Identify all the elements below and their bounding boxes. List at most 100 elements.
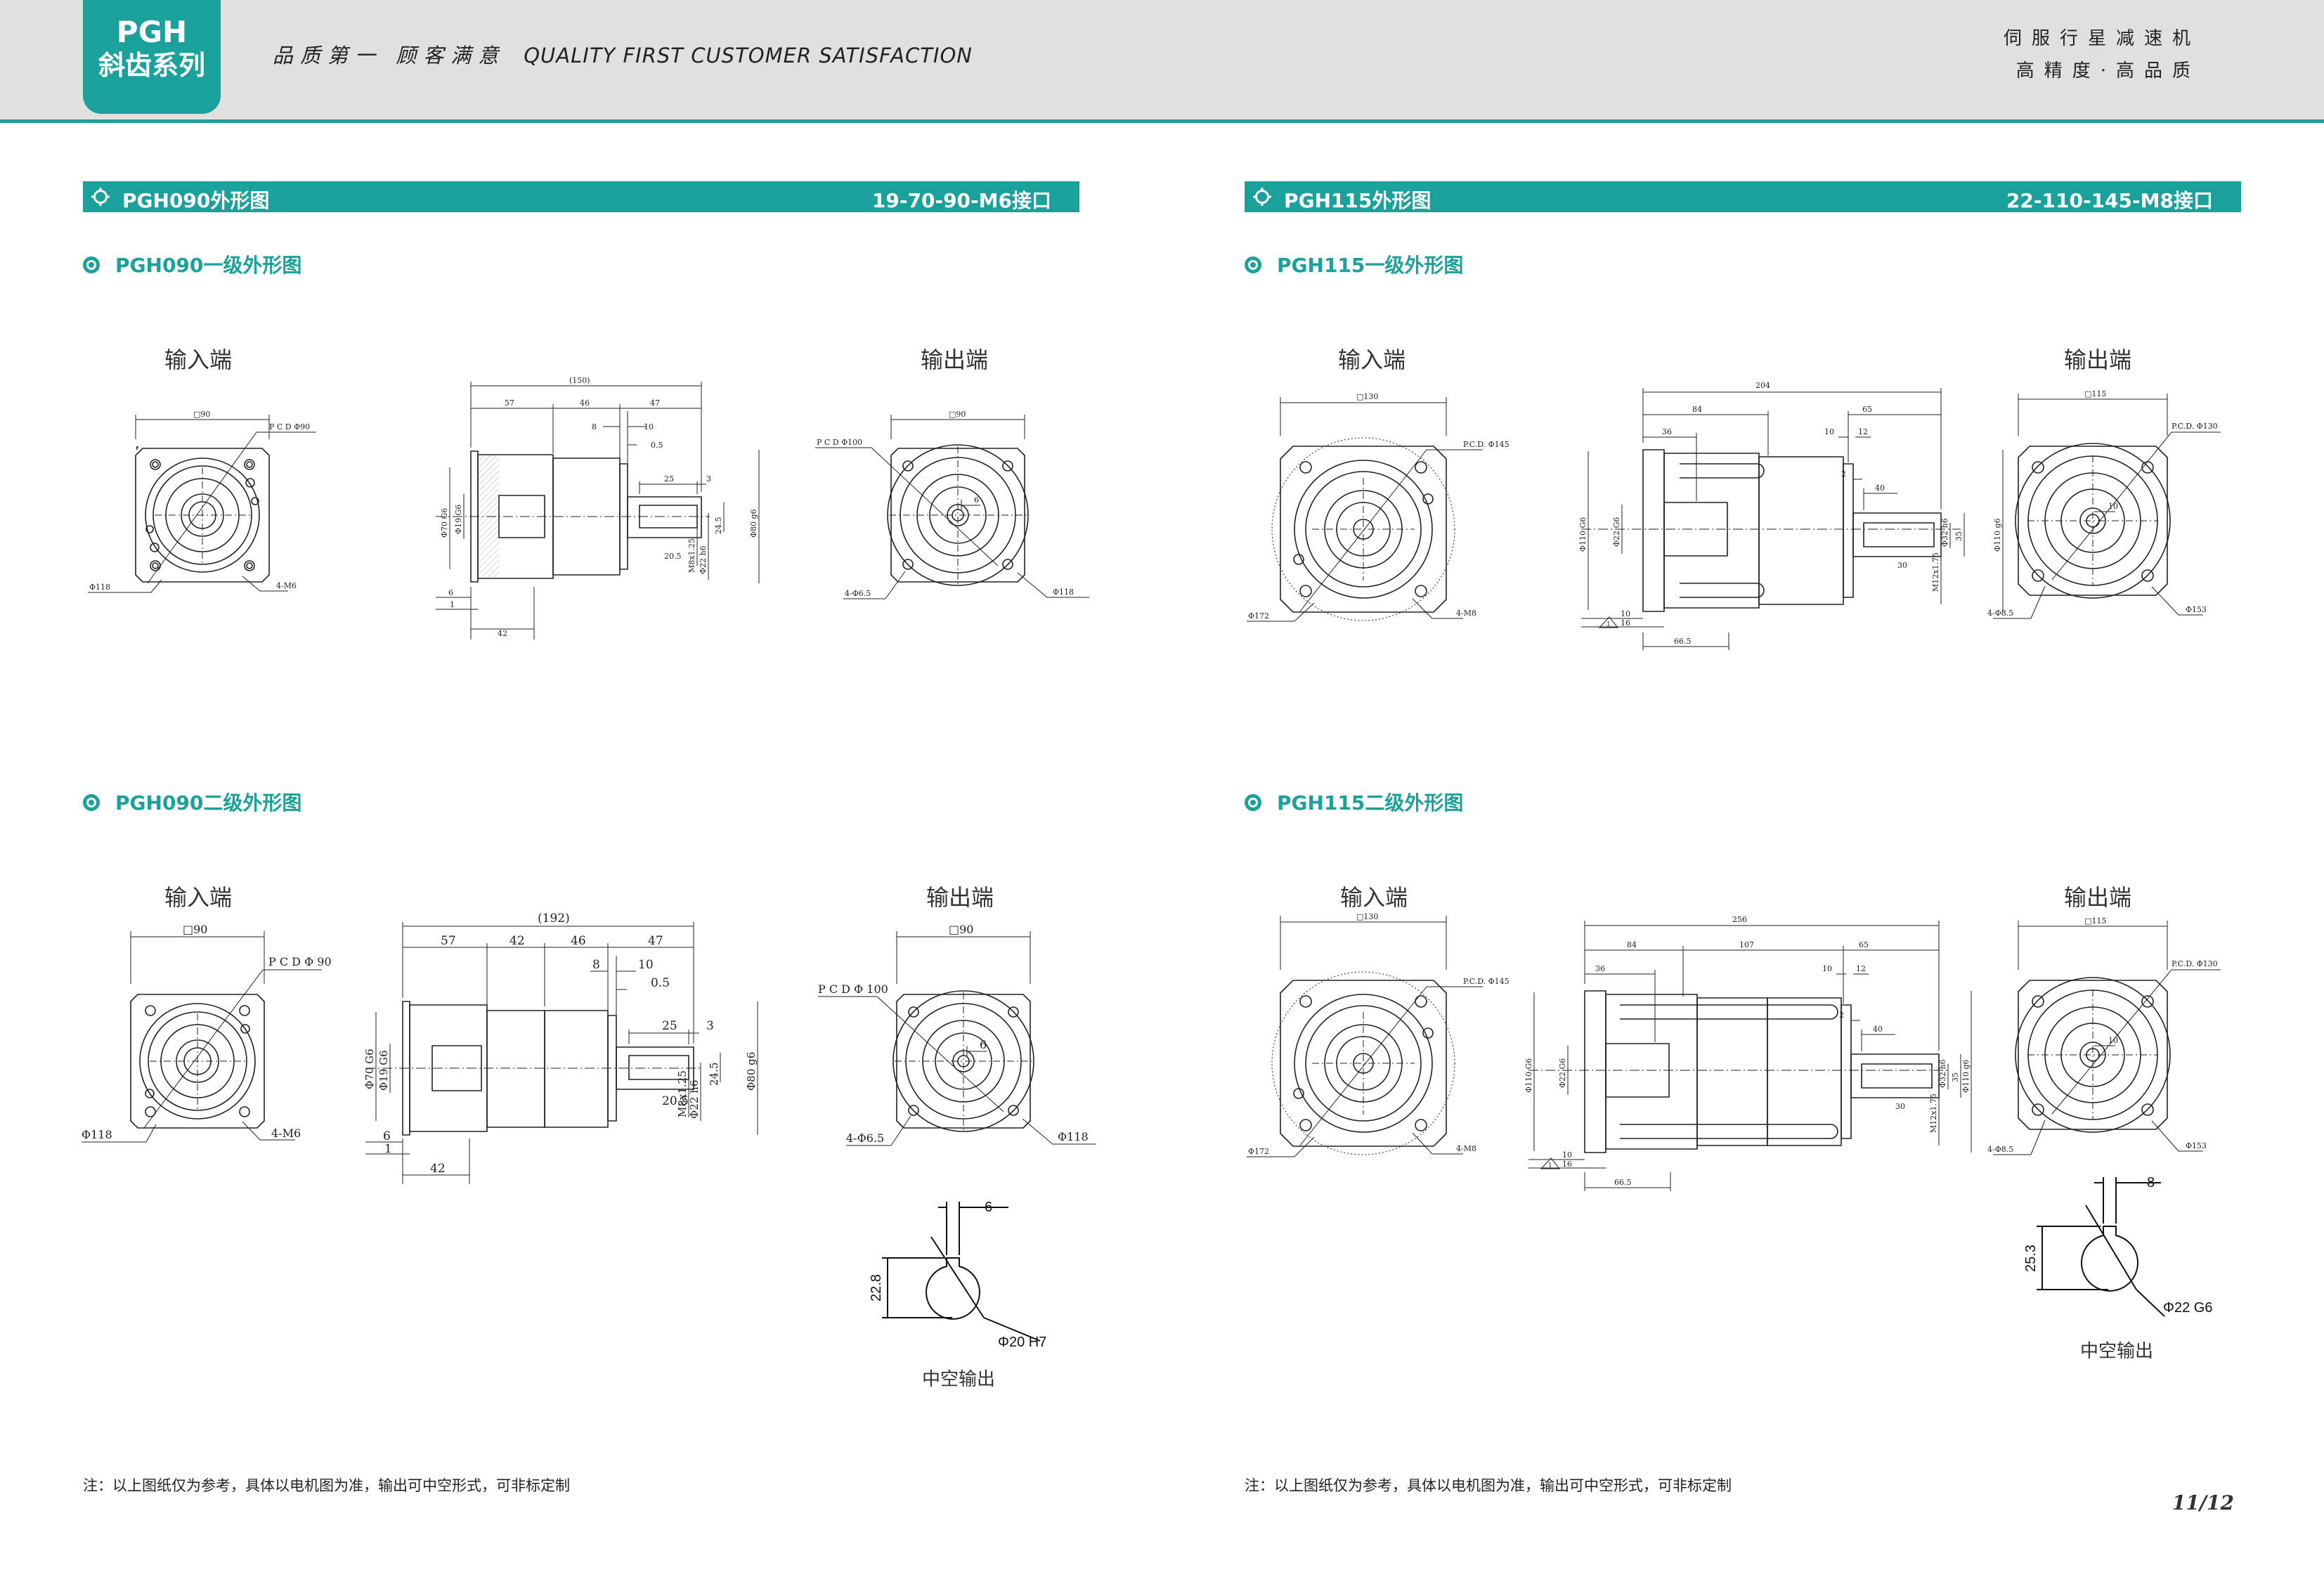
input-label: 输入端 [1338, 346, 1406, 373]
tagline-product: 伺服行星减速机 [2003, 28, 2200, 49]
dim-diameter: Φ172 [1248, 1147, 1269, 1156]
dim-24-5: 24.5 [714, 517, 723, 535]
output-label: 输出端 [2064, 346, 2132, 373]
dim-d110: Φ110 G6 [1578, 517, 1588, 552]
dim-30: 30 [1897, 561, 1907, 570]
dim-3: 3 [706, 1019, 714, 1033]
dim-10: 10 [1824, 427, 1834, 436]
dim-12: 12 [1856, 964, 1866, 973]
dim-25: 25 [664, 474, 674, 484]
dim-diameter: Φ118 [1058, 1130, 1089, 1143]
slogan-en: QUALITY FIRST CUSTOMER SATISFACTION [524, 44, 973, 67]
page-number: 11/12 [2172, 1491, 2234, 1514]
dim-66-5: 66.5 [1614, 1178, 1632, 1187]
header-divider [0, 119, 2324, 123]
dim-m8: M8x1.25 [687, 538, 696, 573]
dim-holes: 4-Φ8.5 [1987, 609, 2013, 618]
dim-2: 2 [1841, 469, 1846, 479]
dim-d19: Φ19 G6 [377, 1050, 390, 1091]
dim-30: 30 [1895, 1102, 1905, 1111]
dim-36: 36 [1595, 964, 1605, 973]
series-tab-title: PGH [116, 15, 188, 49]
dim-3: 3 [706, 474, 711, 484]
dim-diameter: Φ153 [2186, 605, 2207, 614]
dim-holes: 4-Φ6.5 [845, 589, 871, 598]
dim-key-width: 8 [2147, 1175, 2155, 1190]
dim-square: □90 [183, 923, 207, 936]
dim-d110-g6: Φ110 g6 [1993, 518, 2002, 552]
dim-key-depth: 25.3 [2023, 1245, 2039, 1272]
warning-triangle-icon: 1 [1548, 1162, 1552, 1169]
dim-holes: 4-Φ8.5 [1987, 1145, 2013, 1154]
output-label: 输出端 [2064, 884, 2132, 911]
dim-47: 47 [650, 398, 660, 408]
dim-key: 6 [980, 1038, 987, 1051]
dim-key-width: 6 [985, 1200, 992, 1215]
pgh090-s2-side-view: (192) 57 42 46 47 8 10 0.5 25 3 Φ70 G6 Φ… [363, 911, 787, 1188]
dim-107: 107 [1739, 940, 1754, 949]
dim-10: 10 [638, 958, 654, 972]
dim-0-5: 0.5 [651, 976, 670, 990]
bullet-icon [1245, 257, 1261, 273]
dim-d80: Φ80 g6 [745, 1052, 758, 1091]
pgh090-s1-output-view: □90 P C D Φ100 6 4-Φ6.5 Φ118 [808, 410, 1103, 608]
output-label: 输出端 [926, 884, 994, 911]
dim-65: 65 [1862, 405, 1872, 414]
input-label: 输入端 [1340, 884, 1408, 911]
dim-diameter: Φ118 [82, 1128, 112, 1141]
output-label: 输出端 [921, 346, 989, 373]
dim-square: □90 [193, 410, 210, 419]
dim-25: 25 [662, 1019, 677, 1033]
dim-0-5: 0.5 [651, 441, 663, 450]
dim-40: 40 [1875, 484, 1885, 493]
dim-10b: 10 [1562, 1150, 1572, 1160]
dim-key: 10 [2108, 1036, 2118, 1045]
dim-d22: Φ22 G6 [1558, 1058, 1567, 1088]
dim-84: 84 [1627, 940, 1637, 949]
dim-total-length: 256 [1732, 915, 1747, 924]
pgh090-s1-side-view: (150) 57 46 47 8 10 0.5 25 3 Φ70 G6 Φ19 … [422, 376, 787, 643]
stage2-title-pgh090: PGH090二级外形图 [83, 788, 301, 816]
dim-holes: 4-M8 [1456, 609, 1476, 618]
pgh090-s2-input-view: □90 P C D Φ 90 Φ118 4-M6 [82, 923, 332, 1153]
dim-square: □130 [1356, 912, 1378, 921]
dim-pcd: P.C.D. Φ130 [2172, 959, 2218, 968]
footnote-right: 注：以上图纸仅为参考，具体以电机图为准，输出可中空形式，可非标定制 [1245, 1477, 1732, 1494]
dim-36: 36 [1662, 427, 1672, 436]
dim-m12: M12x1.75 [1929, 1093, 1938, 1133]
dim-holes: 4-M8 [1456, 1144, 1476, 1153]
dim-holes: 4-M6 [276, 581, 297, 590]
dim-2: 2 [1839, 1011, 1844, 1020]
dim-bore: Φ20 H7 [998, 1335, 1046, 1350]
dim-d22: Φ22 G6 [1612, 517, 1621, 547]
dim-m8: M8x1.25 [676, 1070, 689, 1117]
pgh115-s2-output-view: □115 P.C.D. Φ130 10 4-Φ8.5 Φ153 [1987, 916, 2235, 1167]
stage1-title-text: PGH090一级外形图 [115, 254, 302, 277]
pgh090-hollow-output: 6 22.8 Φ20 H7 [869, 1200, 1046, 1350]
section-bar-pgh090: PGH090外形图 19-70-90-M6接口 [83, 181, 1079, 212]
dim-diameter: Φ118 [89, 583, 110, 592]
dim-key-depth: 22.8 [869, 1274, 884, 1302]
dim-65: 65 [1859, 940, 1869, 949]
dim-35: 35 [1954, 531, 1963, 541]
dim-total-length: 204 [1755, 381, 1770, 390]
dim-10: 10 [1822, 964, 1832, 973]
dim-84: 84 [1692, 405, 1702, 414]
dim-square: □90 [949, 410, 966, 419]
interface-spec-pgh090: 19-70-90-M6接口 [871, 189, 1051, 212]
dim-57: 57 [505, 398, 514, 408]
dim-d32: Φ32 h6 [1938, 1059, 1947, 1088]
dim-diameter: Φ118 [1053, 588, 1074, 597]
dim-16: 16 [1621, 618, 1630, 628]
dim-key: 6 [974, 495, 979, 505]
dim-pcd: P.C.D. Φ145 [1463, 977, 1510, 986]
dim-47: 47 [648, 934, 663, 948]
dim-pcd: P C D Φ 100 [818, 982, 888, 996]
dim-12: 12 [1858, 427, 1868, 436]
pgh115-s1-side-view: 204 84 65 36 10 12 2 40 Φ110 G6 Φ22 G6 Φ… [1578, 381, 1989, 654]
dim-1: 1 [450, 600, 455, 609]
series-tab-subtitle: 斜齿系列 [98, 50, 205, 81]
dim-8: 8 [592, 422, 597, 431]
bullet-icon [83, 794, 100, 811]
